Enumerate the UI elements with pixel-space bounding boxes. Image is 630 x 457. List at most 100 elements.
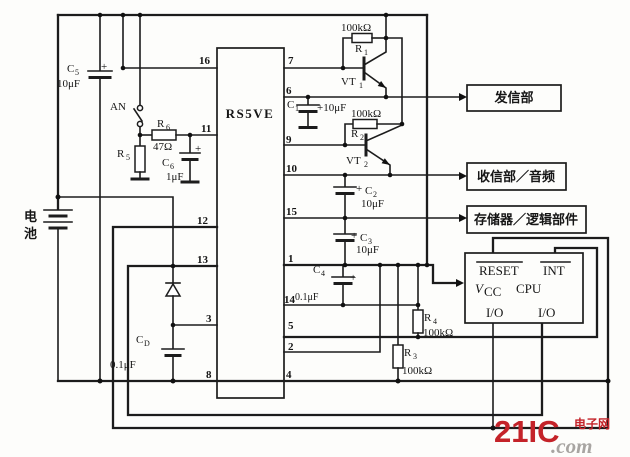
battery-symbol [43,209,73,382]
capacitor-c4 [331,264,355,306]
label-c6-value: 1μF [166,171,184,183]
label-c5-sub: 5 [75,68,79,77]
transistor-vt2 [364,123,404,176]
block-memory-label: 存储器／逻辑部件 [474,212,578,227]
label-cd-value: 0.1μF [110,359,136,371]
label-vt1: VT [341,76,356,88]
arrow-transmitter [459,93,467,101]
watermark-site: 电子网 [574,416,610,431]
label-c2-plus: + [356,183,362,195]
resistor-r3 [392,264,404,382]
label-c1: C [287,99,294,111]
label-c3-sub: 3 [368,237,372,246]
pin-13: 13 [197,254,209,266]
cpu-vcc-label: V [475,281,485,296]
block-transmitter-label: 发信部 [493,90,533,105]
pin-14: 14 [284,294,296,306]
cpu-io-right-label: I/O [538,305,555,320]
label-c5: C [67,63,74,75]
cpu-vcc-sub: CC [484,284,501,299]
label-r2: R [351,128,359,140]
capacitor-c2 [333,174,357,219]
cpu-reset-label: RESET [479,263,519,278]
label-r6: R [157,118,165,130]
pin-1: 1 [288,253,294,265]
label-r6-sub: 6 [166,123,170,132]
capacitor-c1 [296,96,320,129]
watermark: 21IC 电子网 .com [494,414,610,457]
pin-16: 16 [199,55,211,67]
label-r2-sub: 2 [360,133,364,142]
label-cd-sub: D [144,339,150,348]
cpu-box [464,252,584,324]
label-r1: R [355,43,363,55]
label-c1-sub: 1 [295,104,299,113]
label-r3-sub: 3 [413,352,417,361]
wire-top-rail [56,13,429,211]
arrow-receiver [459,172,467,180]
label-vt2-sub: 2 [364,160,368,169]
wire-pin1-vcc [282,263,458,285]
pin-10: 10 [286,163,298,175]
label-an: AN [110,101,126,113]
pin-11: 11 [201,123,211,135]
transistor-vt1 [362,14,387,98]
label-r3: R [404,347,412,359]
pin-2: 2 [288,341,294,353]
block-receiver [466,162,567,191]
label-vt1-sub: 1 [359,81,363,90]
label-c5-value: 10μF [57,78,80,90]
label-r6-value: 47Ω [153,141,172,153]
label-c3-value: 10μF [356,244,379,256]
label-c4: C [313,264,320,276]
capacitor-c3 [333,217,357,266]
ic-name: RS5VE [226,106,275,121]
watermark-brand: 21IC [494,414,559,449]
block-memory [466,205,587,234]
label-c4-value: 0.1μF [295,292,319,303]
label-c6-plus: + [195,143,201,155]
label-r1-sub: 1 [364,48,368,57]
pin-15: 15 [286,206,298,218]
pin-9: 9 [286,134,292,146]
label-c2-sub: 2 [373,190,377,199]
label-c4-plus: + [350,272,356,284]
pin-3: 3 [206,313,212,325]
capacitor-c6 [179,134,201,184]
watermark-domain: .com [551,434,592,457]
label-cd: C [136,334,143,346]
pin-6: 6 [286,85,292,97]
diode [164,282,182,349]
arrow-memory [459,214,467,222]
label-c3-plus: + [351,230,357,242]
resistor-r2 [344,118,403,146]
battery-label-1: 电 [24,209,37,224]
label-c2: C [365,185,372,197]
resistor-r1 [342,32,387,69]
cpu-int-label: INT [543,263,565,278]
pin-4: 4 [286,369,292,381]
wire-r1-r2-link [385,37,403,125]
label-c4-sub: 4 [321,269,325,278]
label-c6: C [162,157,169,169]
label-vt2: VT [346,155,361,167]
label-r1-value: 100kΩ [341,22,371,34]
resistor-r4 [412,264,424,338]
resistor-r5 [130,145,150,181]
capacitor-cd [161,348,185,382]
ic-body [216,47,285,399]
switch-an [132,14,144,147]
label-r5-sub: 5 [126,153,130,162]
label-r5: R [117,148,125,160]
label-c3: C [360,232,367,244]
pin-5: 5 [288,320,294,332]
label-r2-value: 100kΩ [351,108,381,120]
pin-7: 7 [288,55,294,67]
label-r4-value: 100kΩ [423,327,453,339]
wire-battery-feed [57,196,174,284]
pin-12: 12 [197,215,209,227]
cpu-name-label: CPU [516,281,542,296]
pin-8: 8 [206,369,212,381]
